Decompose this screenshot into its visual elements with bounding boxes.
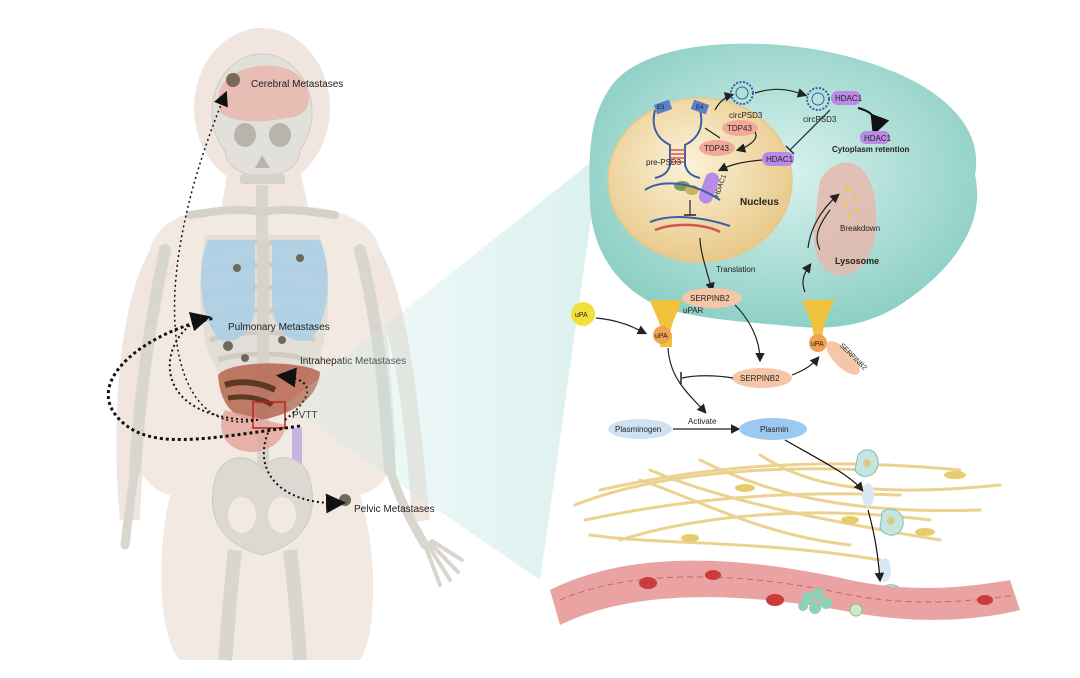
nucleus (607, 97, 793, 263)
label-tdp43-b: TDP43 (704, 144, 729, 153)
label-pulmonary: Pulmonary Metastases (228, 322, 330, 333)
ecm-cells (681, 471, 966, 542)
label-pelvic: Pelvic Metastases (354, 504, 435, 515)
label-lysosome: Lysosome (835, 256, 879, 266)
tdp43-a (722, 120, 758, 136)
left-lung (200, 240, 255, 341)
label-cytoplasm-retention: Cytoplasm retention (832, 145, 909, 154)
serpinb2-complex (826, 341, 860, 375)
pelvic-lesion (339, 494, 351, 506)
label-upar: uPAR (683, 306, 704, 315)
label-hdac1-c: HDAC1 (766, 155, 794, 164)
tdp43-b (699, 140, 735, 156)
pre-psd3-rna (652, 99, 710, 179)
label-translation: Translation (716, 265, 755, 274)
label-circpsd3-a: circPSD3 (729, 111, 763, 120)
hdac1-nuclear-entry (762, 152, 794, 166)
hdac1-retained (860, 131, 890, 144)
exon-label-b: E4 (696, 105, 704, 111)
tumor-cluster (798, 588, 832, 614)
label-nucleus: Nucleus (740, 197, 779, 208)
serpinb2-intracellular (682, 288, 742, 308)
upa-free (571, 302, 595, 326)
circpsd3-cytoplasm (806, 87, 830, 111)
label-activate: Activate (688, 417, 717, 426)
lysosome (813, 162, 877, 276)
brain (218, 65, 309, 122)
upar-receptor-right (802, 300, 834, 338)
label-pre-psd3: pre-PSD3 (646, 158, 682, 167)
label-serpinb2-a: SERPINB2 (690, 294, 730, 303)
label-breakdown: Breakdown (840, 224, 880, 233)
breakdown-particles (840, 187, 860, 218)
circpsd3-nuclear (730, 81, 754, 105)
label-upa-bound-a: uPA (655, 333, 668, 340)
zoom-beam (285, 155, 600, 580)
plasmin (739, 418, 807, 440)
exon-label-a: E3 (657, 105, 665, 111)
label-tdp43-a: TDP43 (727, 124, 752, 133)
right-lung (272, 240, 328, 341)
label-serpinb2-b: SERPINB2 (740, 374, 780, 383)
label-upa-free: uPA (575, 312, 588, 319)
serpinb2-secreted (732, 368, 792, 388)
red-blood-cells (639, 570, 993, 606)
label-hdac1-a: HDAC1 (835, 94, 863, 103)
extracellular-matrix (573, 453, 1002, 562)
upa-bound-left (653, 326, 671, 344)
hdac1-chromatin (698, 172, 720, 204)
skeleton (120, 53, 464, 661)
label-plasmin: Plasmin (760, 425, 788, 434)
label-plasminogen: Plasminogen (615, 425, 661, 434)
upa-bound-right (809, 334, 827, 352)
hdac1-bound (831, 91, 861, 105)
cerebral-lesion (226, 73, 240, 87)
plasminogen (608, 419, 672, 439)
label-upa-bound-b: uPA (811, 341, 824, 348)
label-cerebral: Cerebral Metastases (251, 79, 343, 90)
blood-vessel-wall (550, 560, 1020, 625)
label-hdac1-b: HDAC1 (864, 134, 892, 143)
